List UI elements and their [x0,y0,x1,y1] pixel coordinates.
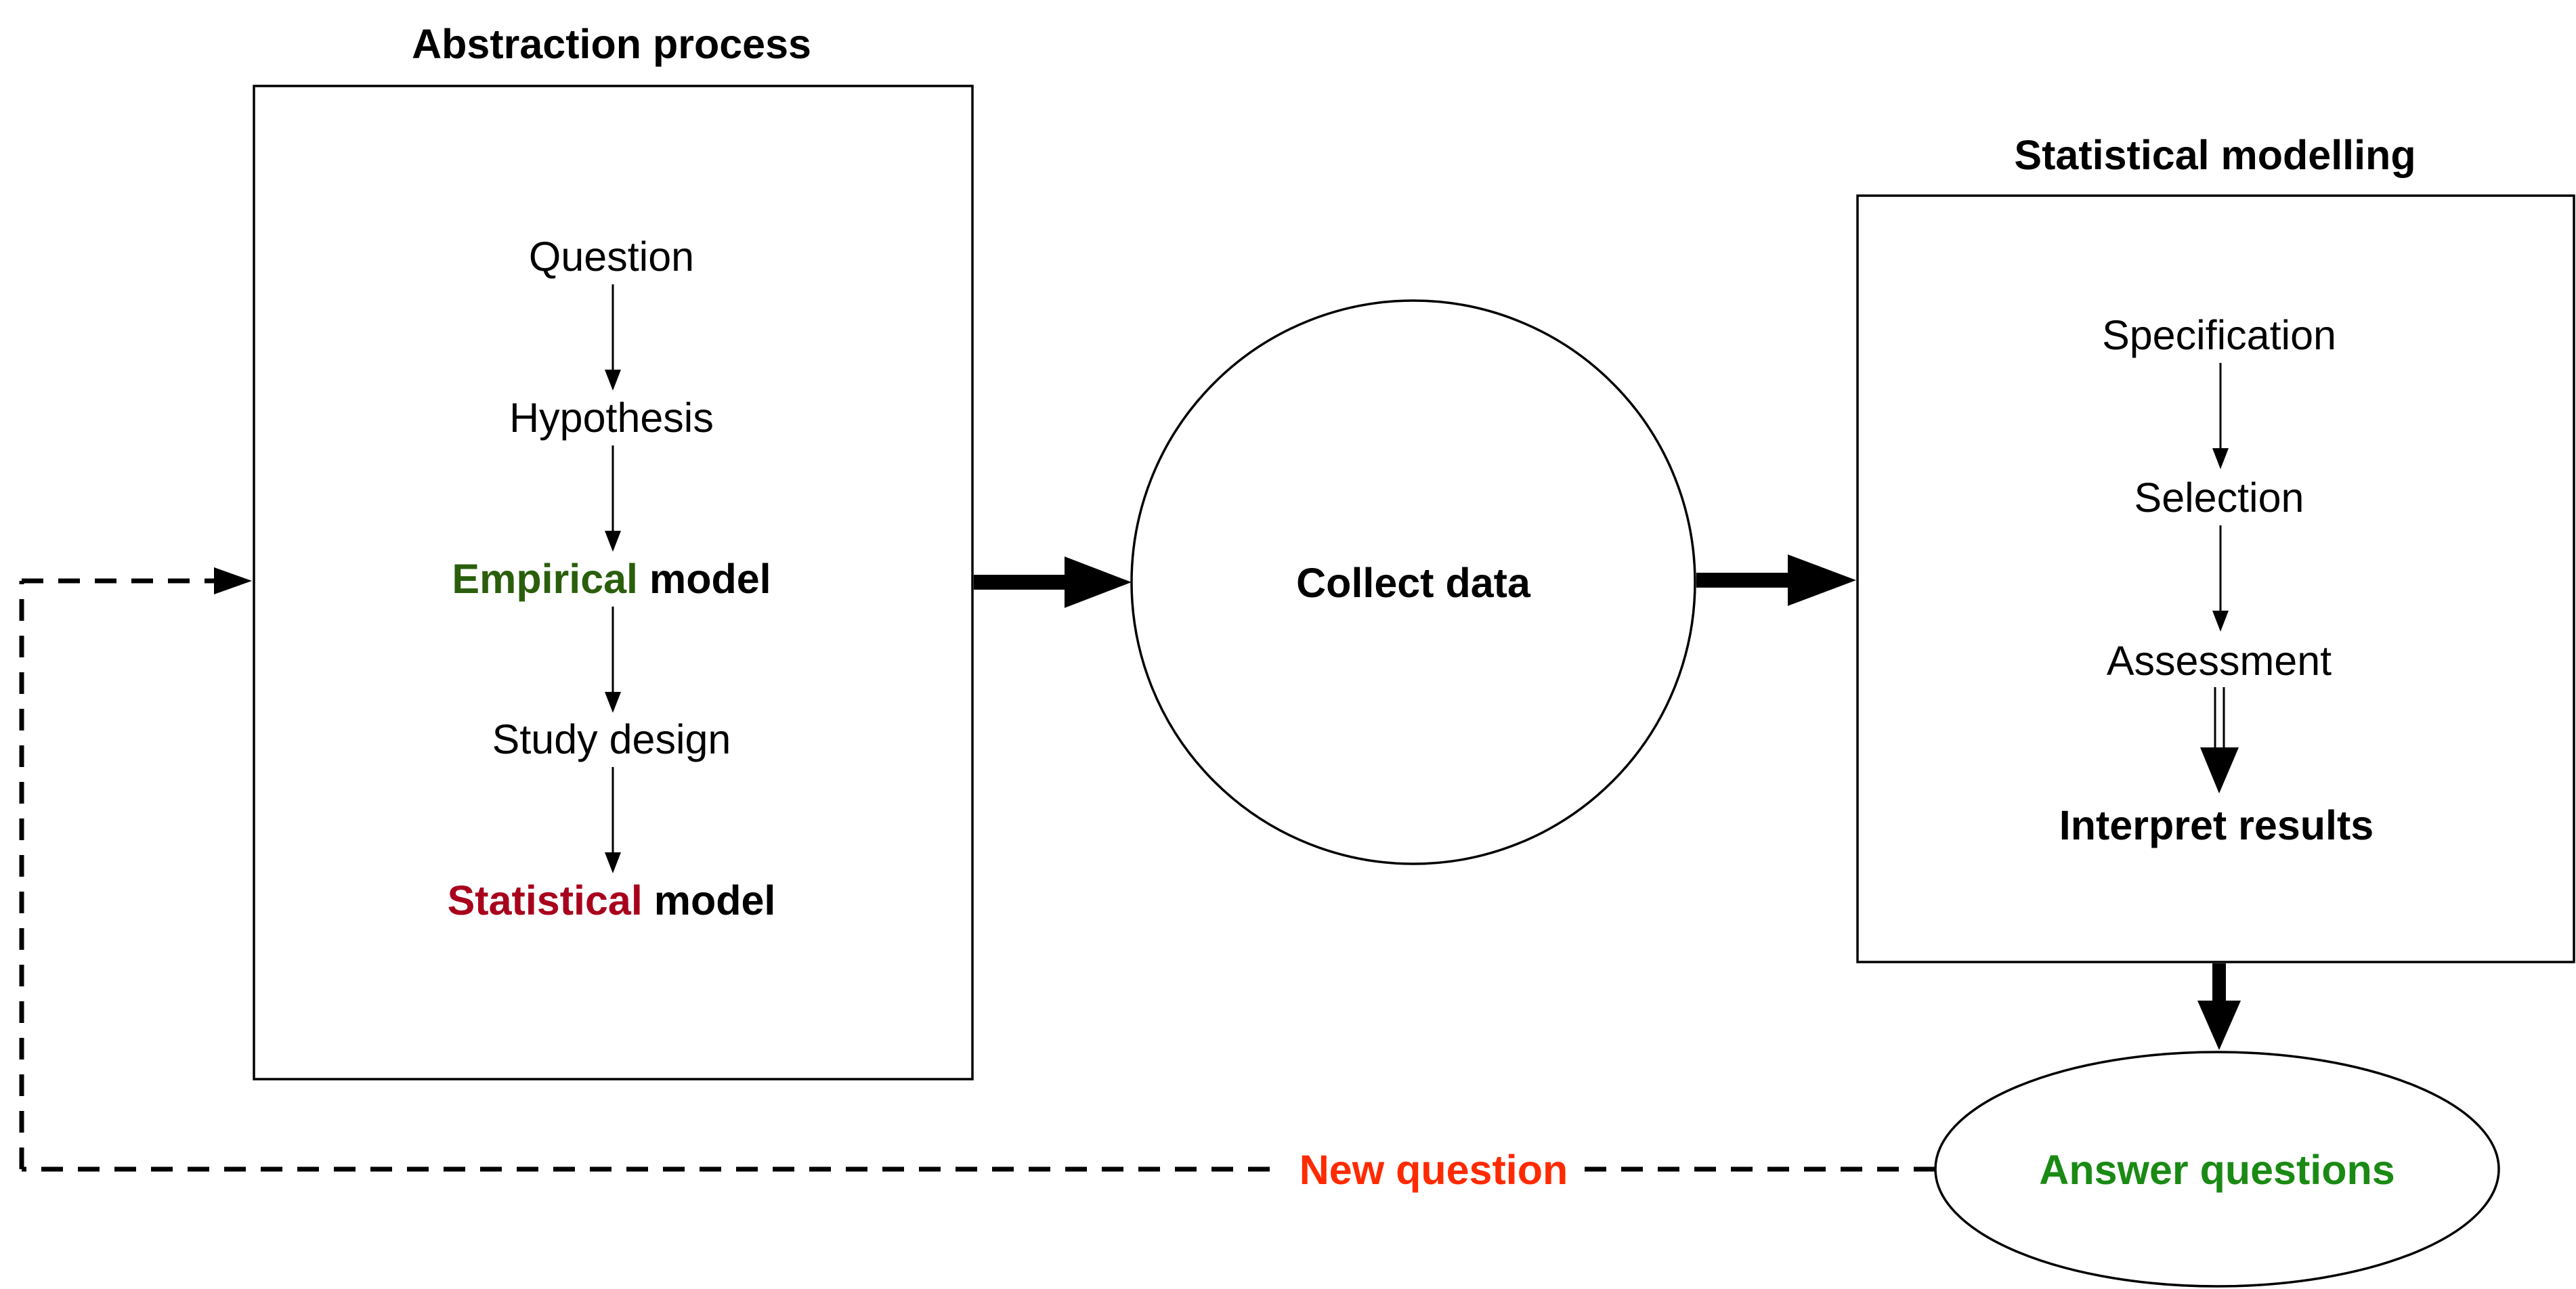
feedback-arrowhead [214,567,252,594]
statistical-word: Statistical [448,877,643,923]
arrow-selection-to-assessment [2212,525,2229,632]
empirical-model-word: model [638,556,771,602]
arrow-question-to-hypothesis [605,284,621,391]
answer-questions-label: Answer questions [2039,1147,2395,1193]
modelling-title: Statistical modelling [2014,132,2416,178]
question-label: Question [529,234,694,280]
arrow-empirical-to-study-design [605,607,621,713]
specification-label: Specification [2102,312,2336,358]
arrow-modelling-to-answer [2197,963,2241,1050]
modelling-box [1856,194,2575,963]
collect-data-circle [1130,299,1696,865]
new-question-label: New question [1300,1147,1568,1193]
statistical-model-word: model [643,877,776,923]
hypothesis-label: Hypothesis [509,395,714,441]
arrow-abstraction-to-collect [974,556,1132,608]
selection-label: Selection [2134,475,2304,521]
empirical-word: Empirical [452,556,638,602]
abstraction-title: Abstraction process [412,21,811,67]
empirical-model-label: Empirical model [452,556,771,602]
statistical-model-label: Statistical model [448,877,776,923]
collect-data-label: Collect data [1296,560,1531,606]
arrow-hypothesis-to-empirical [605,445,621,552]
study-design-label: Study design [492,716,731,762]
double-arrow-assessment-to-interpret [2200,687,2239,793]
arrow-study-design-to-statistical [605,767,621,873]
interpret-results-label: Interpret results [2059,802,2374,848]
feedback-dashed-loop [19,567,1935,1172]
assessment-label: Assessment [2107,638,2332,684]
arrow-collect-to-modelling [1696,554,1856,606]
arrow-specification-to-selection [2212,363,2229,469]
abstraction-box [253,85,974,1080]
